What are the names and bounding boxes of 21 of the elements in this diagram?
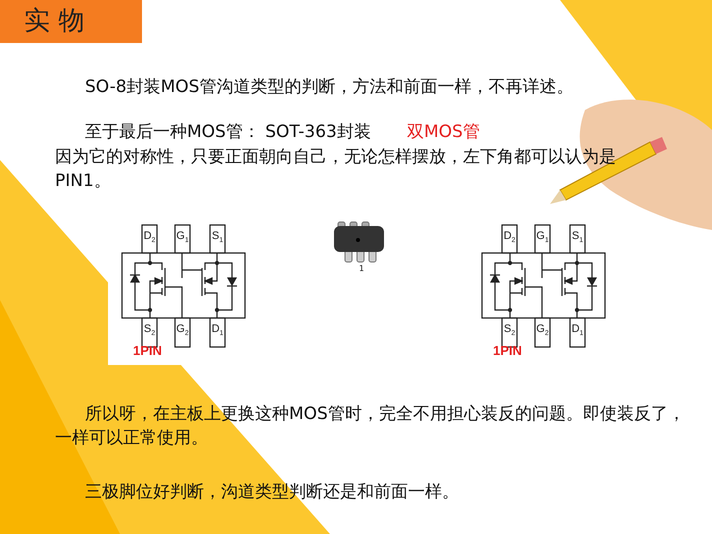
pin-one-label: 1PIN bbox=[493, 343, 522, 359]
pin-label: G$_{2}$ bbox=[535, 323, 550, 340]
pin-label: G$_{2}$ bbox=[175, 323, 190, 340]
pin-label: D$_{1}$ bbox=[210, 323, 224, 340]
pin-label: D$_{2}$ bbox=[142, 230, 156, 246]
title-banner: 实 物 bbox=[0, 0, 142, 43]
pin-label: D$_{1}$ bbox=[570, 323, 584, 340]
highlighted-text: 双MOS管 bbox=[407, 121, 480, 144]
pin-label: D$_{2}$ bbox=[502, 230, 516, 246]
paragraph: 因为它的对称性，只要正面朝向自己，无论怎样摆放，左下角都可以认为是PIN1。 bbox=[55, 146, 617, 193]
pin-label: G$_{1}$ bbox=[175, 230, 190, 246]
pin-label: S$_{2}$ bbox=[142, 323, 156, 340]
paragraph: 所以呀，在主板上更换这种MOS管时，完全不用担心装反的问题。即使装反了，一样可以正常使用。 bbox=[55, 403, 686, 450]
pin-number: 1 bbox=[359, 264, 364, 274]
paragraph: 至于最后一种MOS管： SOT-363封装 bbox=[85, 121, 371, 144]
paragraph: SO-8封装MOS管沟道类型的判断，方法和前面一样，不再详述。 bbox=[85, 76, 574, 99]
pin-label: S$_{1}$ bbox=[570, 230, 584, 246]
pin-label: G$_{1}$ bbox=[535, 230, 550, 246]
pin-label: S$_{1}$ bbox=[210, 230, 224, 246]
pin-label: S$_{2}$ bbox=[502, 323, 516, 340]
pin-one-label: 1PIN bbox=[133, 343, 162, 359]
